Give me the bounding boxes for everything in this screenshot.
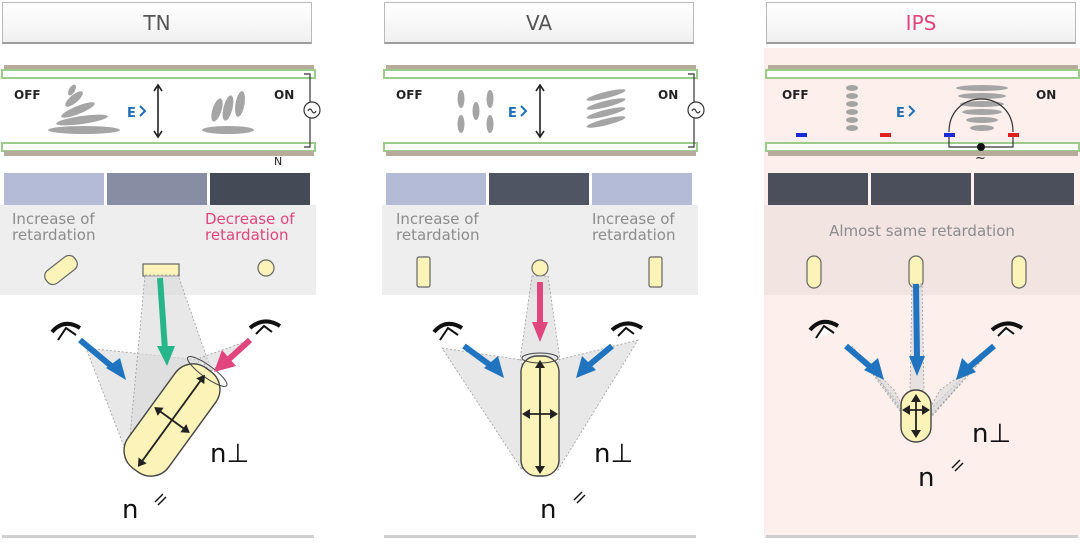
swatch-left [386, 173, 486, 206]
swatch-center [489, 173, 589, 206]
n-perpendicular: n⊥ [210, 439, 249, 469]
voltage-circuit [303, 73, 321, 148]
ips-brightness-swatches [768, 173, 1074, 206]
twisted-molecules-off [48, 84, 120, 134]
swatch-left [4, 173, 104, 206]
swatch-right [210, 173, 310, 206]
off-label: OFF [782, 88, 809, 102]
swatch-center [871, 173, 971, 206]
n-perpendicular: n⊥ [972, 419, 1011, 449]
ground-symbol: N [274, 155, 282, 168]
small-rods [806, 255, 1027, 289]
source-node [977, 143, 985, 151]
va-big-rod [520, 352, 560, 477]
eye-icon-left [50, 321, 82, 341]
tn-column: TN OFF ON E [0, 0, 321, 543]
ips-cell-diagram: OFF ON E ~ [765, 65, 1080, 166]
voltage-circuit [687, 73, 705, 148]
top-electrode [383, 69, 698, 79]
n-parallel: n [918, 463, 934, 493]
parallel-mark-icon [951, 459, 964, 472]
tilted-molecules-on [586, 89, 626, 128]
off-label: OFF [14, 88, 41, 102]
ips-center-label: Almost same retardation [829, 222, 1015, 240]
swatch-center [107, 173, 207, 206]
stacked-molecules-off [846, 85, 858, 131]
n-parallel: n [540, 495, 556, 525]
tn-left-label: Increase of retardation [12, 210, 96, 244]
field-label: E [508, 106, 517, 121]
ips-big-rod [900, 389, 932, 443]
va-viewing-diagram: n⊥ n [416, 256, 663, 525]
parallel-mark-icon [573, 491, 586, 504]
ips-header: IPS [766, 2, 1076, 44]
eye-icon-right [610, 321, 644, 337]
on-label: ON [274, 88, 294, 102]
swatch-right [592, 173, 692, 206]
field-chevron-icon [139, 105, 147, 117]
ips-light-arrows [844, 283, 996, 380]
tn-cell-diagram: OFF ON E N [1, 65, 321, 168]
tn-header: TN [2, 2, 312, 44]
va-column: VA OFF ON E [382, 0, 705, 543]
va-right-label: Increase of retardation [592, 210, 676, 244]
bottom-glass-tan [386, 151, 696, 156]
rotated-molecules-on [956, 85, 1008, 131]
va-light-arrows [462, 282, 614, 378]
bottom-glass-tan [4, 151, 314, 156]
va-cell-diagram: OFF ON E [383, 65, 705, 156]
eye-icon-left [808, 319, 840, 339]
bottom-rule [2, 535, 314, 538]
n-perpendicular: n⊥ [594, 439, 633, 469]
off-label: OFF [396, 88, 423, 102]
eye-icon-right [248, 319, 282, 335]
top-electrode [1, 69, 316, 79]
field-label: E [127, 106, 136, 121]
tn-light-arrows [78, 277, 253, 380]
ips-column: IPS OFF ON E [764, 0, 1080, 543]
swatch-right [974, 173, 1074, 206]
top-glass-tan [4, 65, 314, 70]
swatch-left [768, 173, 868, 206]
top-glass-tan [386, 65, 696, 70]
ac-symbol: ~ [975, 151, 986, 166]
field-double-arrow-icon [535, 83, 545, 139]
field-chevron-icon [908, 105, 916, 117]
field-label: E [896, 106, 905, 121]
on-label: ON [1036, 88, 1056, 102]
eye-icon-right [990, 321, 1024, 337]
in-plane-electrodes [796, 133, 1019, 137]
eye-icon-left [432, 321, 464, 341]
ips-viewing-diagram: n⊥ n [806, 255, 1027, 493]
tn-big-rod [123, 356, 228, 477]
n-parallel: n [122, 495, 138, 525]
bottom-glass-tan [768, 151, 1078, 156]
aligned-molecules-on [202, 91, 254, 134]
parallel-mark-icon [154, 493, 167, 506]
field-chevron-icon [520, 105, 528, 117]
tn-viewing-diagram: n⊥ n [44, 254, 282, 525]
vertical-molecules-off [457, 90, 494, 133]
tn-brightness-swatches [4, 173, 310, 206]
field-double-arrow-icon [153, 83, 163, 139]
top-electrode [765, 69, 1080, 79]
va-header: VA [384, 2, 694, 44]
bottom-rule [384, 535, 696, 538]
tn-right-label: Decrease of retardation [205, 210, 295, 244]
view-cones [851, 283, 995, 431]
top-glass-tan [768, 65, 1078, 70]
va-brightness-swatches [386, 173, 692, 206]
va-left-label: Increase of retardation [396, 210, 480, 244]
on-label: ON [658, 88, 678, 102]
bottom-rule [766, 535, 1078, 538]
